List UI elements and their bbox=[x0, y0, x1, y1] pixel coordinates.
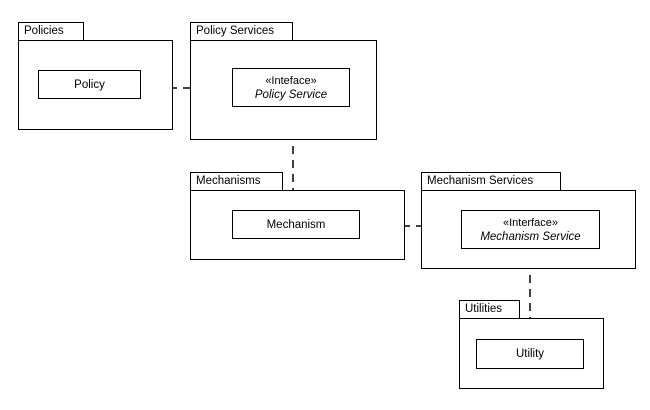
class-name-mechanism-service: Mechanism Service bbox=[480, 230, 581, 243]
class-name-policy: Policy bbox=[74, 78, 105, 91]
class-name-utility: Utility bbox=[515, 348, 545, 360]
package-policies-tab-label: Policies bbox=[18, 22, 84, 40]
class-box-mechanism-service[interactable]: «Interface» Mechanism Service bbox=[461, 210, 600, 249]
package-policy-services-tab-label: Policy Services bbox=[190, 22, 293, 40]
class-box-utility[interactable]: Utility bbox=[476, 339, 584, 369]
package-mechanism-services-tab-label: Mechanism Services bbox=[421, 172, 561, 190]
package-mechanisms-tab-label: Mechanisms bbox=[190, 172, 283, 190]
class-box-mechanism[interactable]: Mechanism bbox=[232, 210, 360, 239]
class-name-policy-service: Policy Service bbox=[254, 88, 328, 101]
class-box-policy[interactable]: Policy bbox=[38, 70, 141, 99]
package-utilities-tab-label: Utilities bbox=[459, 300, 520, 318]
stereotype-policy-service: «Inteface» bbox=[265, 74, 317, 87]
class-box-policy-service[interactable]: «Inteface» Policy Service bbox=[232, 68, 350, 107]
stereotype-mechanism-service: «Interface» bbox=[502, 216, 559, 229]
class-name-mechanism: Mechanism bbox=[266, 218, 326, 231]
